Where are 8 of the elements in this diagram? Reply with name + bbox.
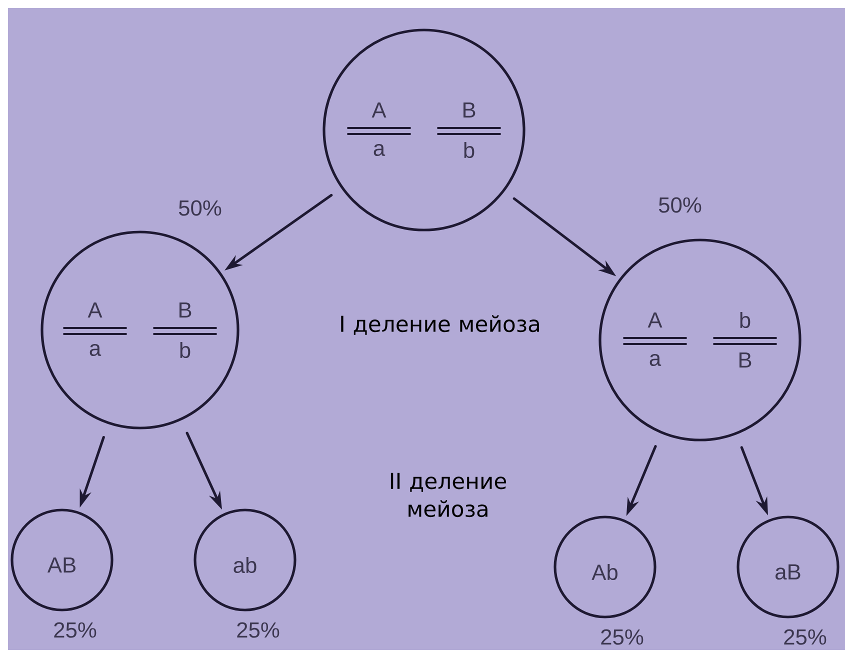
stage-label: II деление мейоза bbox=[390, 472, 506, 518]
percentage: 50% bbox=[658, 197, 702, 213]
percentage: 50% bbox=[178, 200, 222, 216]
stage-label: I деление мейоза bbox=[341, 315, 539, 335]
percentage: 25% bbox=[784, 629, 826, 645]
percentage: 25% bbox=[237, 622, 280, 638]
percentage: 25% bbox=[601, 629, 644, 645]
percentage: 25% bbox=[54, 622, 96, 638]
